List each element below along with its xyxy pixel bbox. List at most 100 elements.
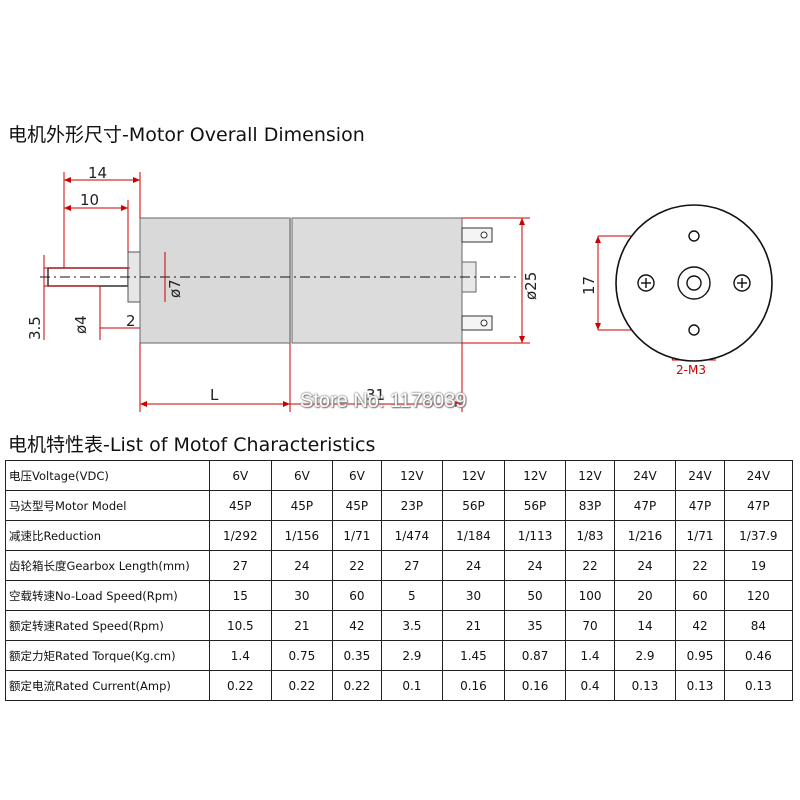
table-cell: 42 <box>332 610 382 641</box>
table-cell: 70 <box>565 610 615 641</box>
table-cell: 45P <box>270 490 334 521</box>
table-cell: 6V <box>209 460 272 491</box>
table-cell: 1/474 <box>380 520 444 551</box>
table-cell: 45P <box>209 490 272 521</box>
dim-2m3-label: 2-M3 <box>676 363 706 377</box>
table-cell: 1/292 <box>209 520 272 551</box>
table-cell: 1/71 <box>675 520 725 551</box>
table-cell: 19 <box>723 550 794 581</box>
row-label: 空载转速No-Load Speed(Rpm) <box>5 580 210 611</box>
screw-left-icon <box>637 274 655 292</box>
table-cell: 35 <box>503 610 567 641</box>
table-cell: 45P <box>332 490 382 521</box>
table-cell: 30 <box>270 580 334 611</box>
terminal-top <box>461 227 493 243</box>
table-cell: 1.4 <box>565 640 615 671</box>
table-cell: 2.9 <box>613 640 677 671</box>
dim-10-label: 10 <box>80 191 99 209</box>
table-cell: 21 <box>270 610 334 641</box>
table-cell: 27 <box>380 550 444 581</box>
table-cell: 1/216 <box>613 520 677 551</box>
table-cell: 0.1 <box>380 670 444 701</box>
table-cell: 0.13 <box>723 670 794 701</box>
table-cell: 1/156 <box>270 520 334 551</box>
table-cell: 24 <box>270 550 334 581</box>
table-cell: 47P <box>723 490 794 521</box>
front-view-shaft <box>686 275 702 291</box>
row-label: 齿轮箱长度Gearbox Length(mm) <box>5 550 210 581</box>
dim-14-label: 14 <box>88 164 107 182</box>
table-cell: 10.5 <box>209 610 272 641</box>
dim-d7-label: ø7 <box>166 279 184 298</box>
characteristics-section-title: 电机特性表-List of Motof Characteristics <box>8 434 376 456</box>
dim-3-5-label: 3.5 <box>26 316 44 340</box>
dim-L-label: L <box>210 386 219 404</box>
table-cell: 6V <box>332 460 382 491</box>
table-cell: 1.4 <box>209 640 272 671</box>
table-cell: 56P <box>503 490 567 521</box>
dim-17-label: 17 <box>580 276 598 295</box>
table-cell: 24 <box>503 550 567 581</box>
table-cell: 0.35 <box>332 640 382 671</box>
table-cell: 84 <box>723 610 794 641</box>
table-cell: 60 <box>675 580 725 611</box>
table-cell: 27 <box>209 550 272 581</box>
table-cell: 50 <box>503 580 567 611</box>
table-cell: 47P <box>613 490 677 521</box>
mount-hole-top <box>688 230 700 242</box>
table-cell: 0.22 <box>270 670 334 701</box>
table-cell: 47P <box>675 490 725 521</box>
table-cell: 56P <box>442 490 505 521</box>
dim-d25-label: ø25 <box>522 272 540 300</box>
table-cell: 0.16 <box>442 670 505 701</box>
gearbox-body <box>139 217 291 344</box>
table-cell: 0.13 <box>675 670 725 701</box>
screw-right-icon <box>733 274 751 292</box>
motor-dimension-drawing: 14 10 3.5 ø4 2 ø7 ø25 L 31 17 2-M3 <box>26 164 773 412</box>
table-cell: 12V <box>503 460 567 491</box>
table-cell: 12V <box>565 460 615 491</box>
table-cell: 6V <box>270 460 334 491</box>
dim-d4-label: ø4 <box>72 315 90 334</box>
row-label: 电压Voltage(VDC) <box>5 460 210 491</box>
table-cell: 1/113 <box>503 520 567 551</box>
table-cell: 12V <box>442 460 505 491</box>
table-cell: 100 <box>565 580 615 611</box>
row-label: 减速比Reduction <box>5 520 210 551</box>
table-cell: 24V <box>723 460 794 491</box>
table-cell: 12V <box>380 460 444 491</box>
table-cell: 60 <box>332 580 382 611</box>
table-cell: 24V <box>675 460 725 491</box>
table-cell: 3.5 <box>380 610 444 641</box>
table-cell: 30 <box>442 580 505 611</box>
table-cell: 0.22 <box>209 670 272 701</box>
table-cell: 22 <box>332 550 382 581</box>
dim-2-label: 2 <box>126 312 136 330</box>
terminal-bottom <box>461 315 493 331</box>
store-watermark: Store No: 1178039 <box>300 390 467 412</box>
table-cell: 83P <box>565 490 615 521</box>
table-cell: 21 <box>442 610 505 641</box>
table-cell: 20 <box>613 580 677 611</box>
row-label: 马达型号Motor Model <box>5 490 210 521</box>
table-cell: 1/184 <box>442 520 505 551</box>
table-cell: 22 <box>675 550 725 581</box>
table-cell: 2.9 <box>380 640 444 671</box>
table-cell: 5 <box>380 580 444 611</box>
table-cell: 0.13 <box>613 670 677 701</box>
table-cell: 1/37.9 <box>723 520 794 551</box>
table-cell: 0.46 <box>723 640 794 671</box>
table-cell: 22 <box>565 550 615 581</box>
table-cell: 24V <box>613 460 677 491</box>
table-cell: 1/71 <box>332 520 382 551</box>
table-cell: 15 <box>209 580 272 611</box>
